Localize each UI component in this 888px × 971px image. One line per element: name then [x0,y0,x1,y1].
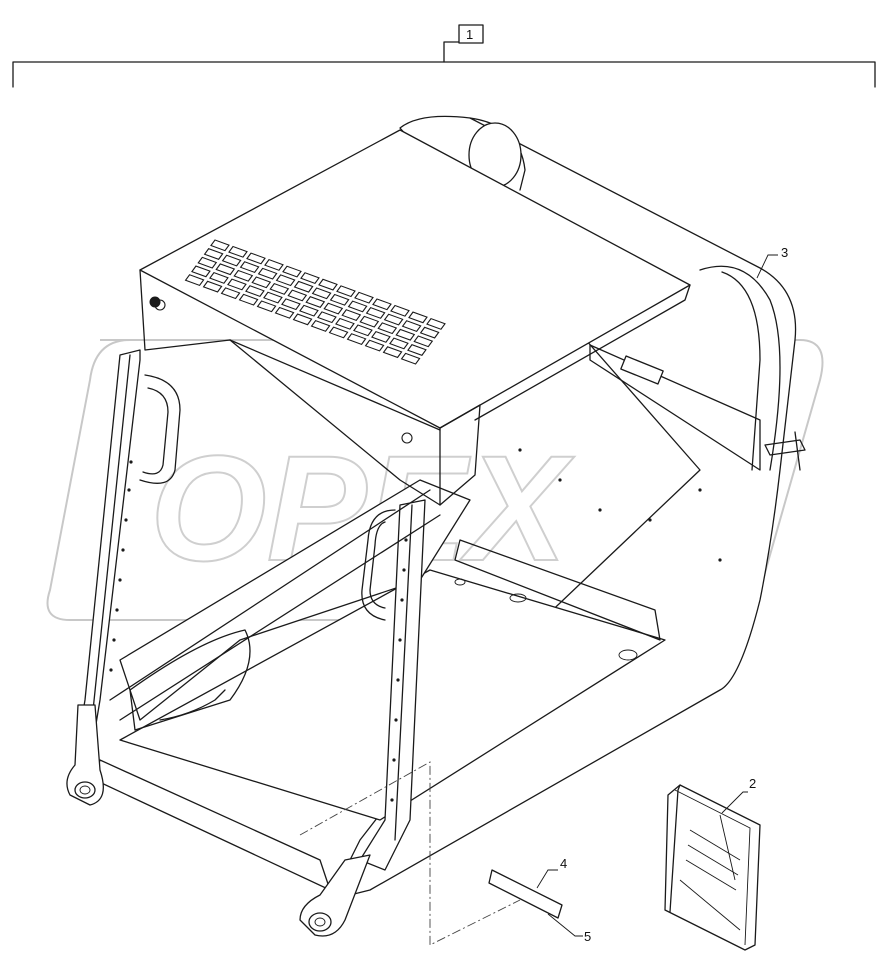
callout-1-box [458,24,484,44]
decal [488,869,563,919]
cab-frame [66,115,806,937]
operator-manual [664,784,761,951]
callout-2: 2 [721,776,756,814]
callout-4-label: 4 [560,856,567,871]
callout-5: 5 [547,913,591,944]
callout-3-label: 3 [781,245,788,260]
callout-1-label: 1 [466,27,473,42]
callout-2-label: 2 [749,776,756,791]
callout-5-label: 5 [584,929,591,944]
callout-3: 3 [756,245,788,279]
callout-4: 4 [536,856,567,889]
roof-vent [184,239,446,365]
location-lines [299,761,521,946]
assembly-bracket: 1 [12,24,876,88]
